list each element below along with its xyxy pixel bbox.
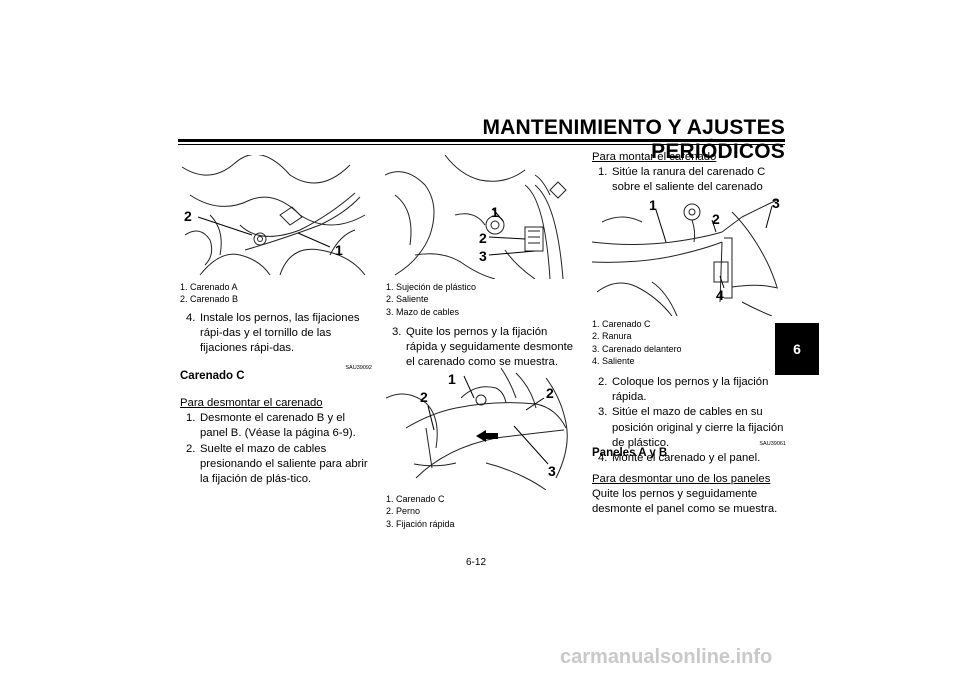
page-number: 6-12 xyxy=(466,557,487,568)
callout-3: 3 xyxy=(479,248,487,264)
callout-2: 2 xyxy=(546,385,554,401)
caption-item: 3. Fijación rápida xyxy=(386,518,455,529)
caption-item: 1. Carenado C xyxy=(592,319,651,329)
step-text: Desmonte el carenado B y el panel B. (Vé… xyxy=(200,412,356,440)
procedure: Para desmontar el carenado 1. Desmonte e… xyxy=(180,396,372,487)
page-title: MANTENIMIENTO Y AJUSTES PERIÓDICOS xyxy=(482,116,785,163)
step-item: 4. Instale los pernos, las fijaciones rá… xyxy=(180,311,372,357)
procedure-subheading: Para desmontar el carenado xyxy=(180,397,323,409)
step-list: 2. Coloque los pernos y la fijación rápi… xyxy=(592,375,786,466)
callout-1: 1 xyxy=(448,371,456,387)
caption-item: 4. Saliente xyxy=(592,356,635,367)
caption-item: 2. Saliente xyxy=(386,294,429,305)
step-item: 4. Monte el carenado y el panel. xyxy=(592,451,786,466)
section-code: SAU39061 xyxy=(759,441,786,447)
step-number: 1. xyxy=(598,166,608,179)
step-number: 4. xyxy=(186,312,196,324)
caption-item: 2. Ranura xyxy=(592,331,632,342)
step-number: 4. xyxy=(598,452,608,465)
figure-caption: 1. Carenado A 2. Carenado B xyxy=(180,281,238,306)
procedure-subheading: Para montar el carenado xyxy=(592,151,717,163)
step-item: 1. Desmonte el carenado B y el panel B. … xyxy=(180,411,372,441)
step-number: 2. xyxy=(598,376,608,388)
callout-2: 2 xyxy=(712,211,720,227)
section-heading: Carenado C xyxy=(180,370,245,382)
figure-montar-carenado: 1 2 3 4 xyxy=(592,192,786,316)
step-text: Coloque los pernos y la fijación rápida. xyxy=(612,376,769,404)
step-item: 3. Quite los pernos y la fijación rápida… xyxy=(386,325,578,371)
procedure: Para desmontar uno de los paneles Quite … xyxy=(592,472,786,518)
section-heading: Paneles A y B xyxy=(592,447,668,459)
step-number: 3. xyxy=(392,326,402,338)
header-rule xyxy=(178,139,785,142)
paragraph: Quite los pernos y seguidamente desmonte… xyxy=(592,488,778,516)
figure-caption: 1. Carenado C 2. Perno 3. Fijación rápid… xyxy=(386,493,455,530)
watermark: carmanualsonline.info xyxy=(560,646,773,668)
step-text: Sitúe el mazo de cables en su posición o… xyxy=(612,406,784,449)
step-item: 3. Sitúe el mazo de cables en su posició… xyxy=(592,405,786,451)
callout-1: 1 xyxy=(335,242,343,258)
step-list: 3. Quite los pernos y la fijación rápida… xyxy=(386,325,578,371)
caption-item: 2. Perno xyxy=(386,506,421,517)
step-text: Monte el carenado y el panel. xyxy=(612,452,761,465)
step-text: Quite los pernos y la fijación rápida y … xyxy=(406,326,574,369)
step-number: 3. xyxy=(598,406,608,419)
step-text: Instale los pernos, las fijaciones rápi-… xyxy=(200,312,360,355)
callout-2: 2 xyxy=(420,389,428,405)
step-list: 4. Instale los pernos, las fijaciones rá… xyxy=(180,311,372,357)
callout-1: 1 xyxy=(649,197,657,213)
callout-4: 4 xyxy=(716,287,724,303)
step-item: 2. Suelte el mazo de cables presionando … xyxy=(180,442,372,488)
step-item: 2. Coloque los pernos y la fijación rápi… xyxy=(592,375,786,405)
chapter-tab: 6 xyxy=(775,323,819,375)
step-number: 2. xyxy=(186,442,196,455)
section-code: SAU39092 xyxy=(345,365,372,371)
figure-carenado-a-b: 2 1 xyxy=(180,155,372,279)
caption-item: 3. Carenado delantero xyxy=(592,343,682,354)
callout-2: 2 xyxy=(184,208,192,224)
caption-item: 1. Carenado C xyxy=(386,494,445,504)
figure-sujecion-plastico: 1 2 3 xyxy=(385,155,577,279)
header-rule-thin xyxy=(178,144,785,145)
caption-item: 3. Mazo de cables xyxy=(386,306,460,317)
callout-2: 2 xyxy=(479,230,487,246)
caption-item: 1. Sujeción de plástico xyxy=(386,282,477,292)
callout-1: 1 xyxy=(491,204,499,220)
figure-carenado-c-pernos: 1 2 2 3 xyxy=(386,368,578,490)
step-text: Suelte el mazo de cables presionando el … xyxy=(200,442,368,486)
figure-caption: 1. Carenado C 2. Ranura 3. Carenado dela… xyxy=(592,318,682,368)
procedure-subheading: Para desmontar uno de los paneles xyxy=(592,473,771,485)
caption-item: 1. Carenado A xyxy=(180,282,238,292)
step-number: 1. xyxy=(186,412,196,425)
callout-3: 3 xyxy=(772,195,780,211)
caption-item: 2. Carenado B xyxy=(180,294,239,305)
figure-caption: 1. Sujeción de plástico 2. Saliente 3. M… xyxy=(386,281,476,318)
callout-3: 3 xyxy=(548,463,556,479)
